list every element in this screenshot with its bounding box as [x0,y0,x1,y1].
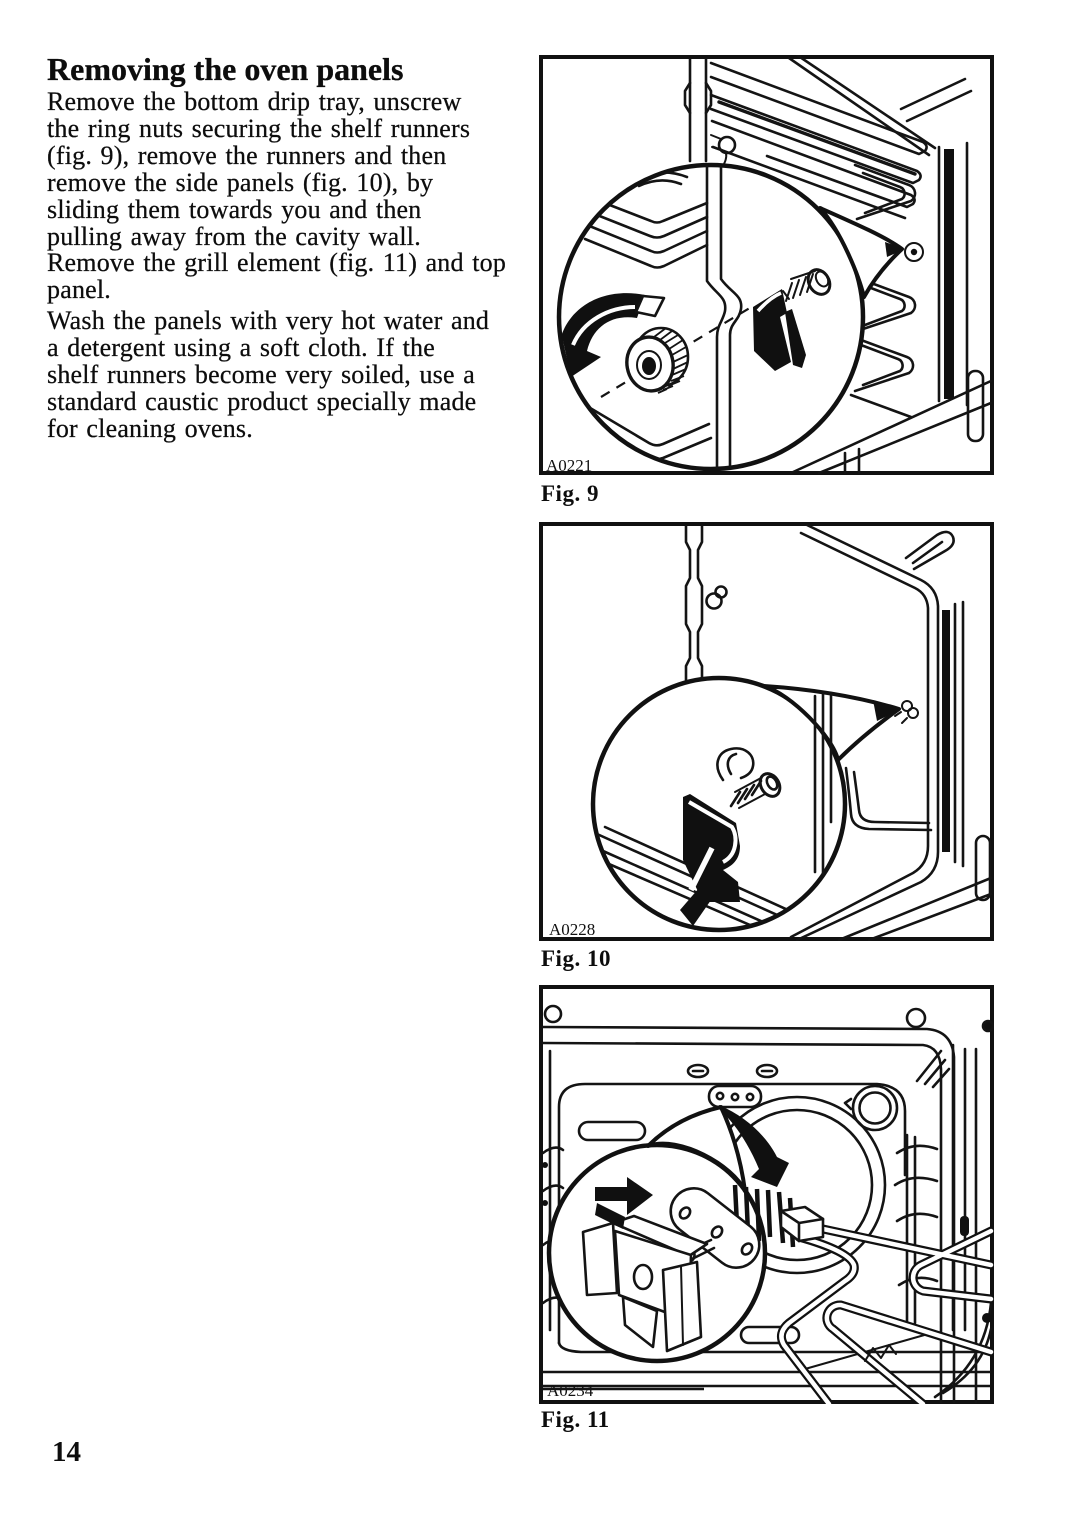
svg-text:A0234: A0234 [547,1381,594,1400]
svg-text:A0228: A0228 [549,920,595,939]
svg-text:A0221: A0221 [546,456,592,475]
